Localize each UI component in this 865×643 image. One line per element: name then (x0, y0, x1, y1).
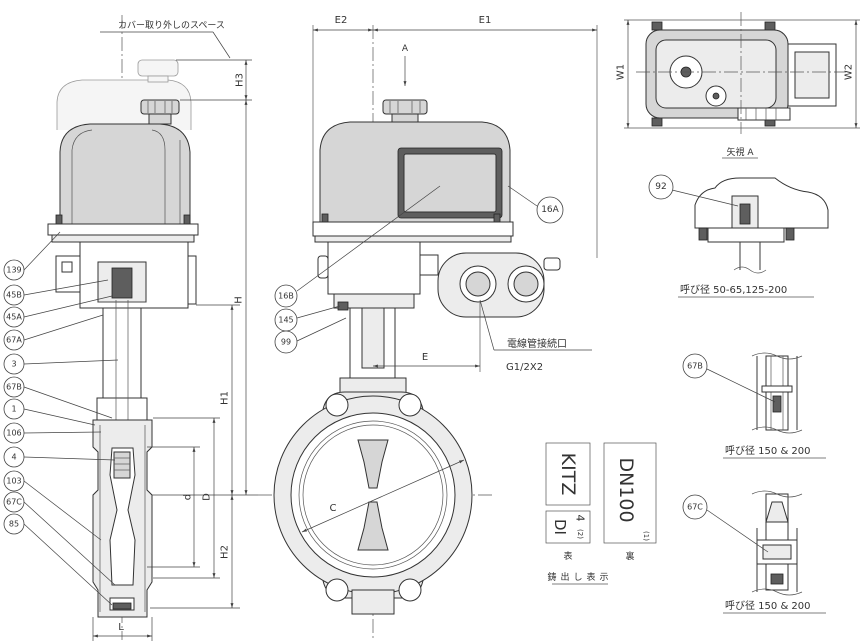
cover-removal-space-note: カバー取り外しのスペース (118, 19, 225, 31)
side-part-balloons: 139 45B 45A 67A 3 67B 1 106 4 103 67C 85 (3, 231, 119, 606)
detail-92-caption: 呼び径 50-65,125-200 (680, 283, 787, 296)
balloon: 4 (3, 446, 25, 468)
detail-67c-caption: 呼び径 150 & 200 (725, 599, 811, 612)
dim-label-c: C (330, 503, 337, 514)
balloon: 45B (3, 284, 25, 306)
side-handwheel-knob (140, 99, 180, 125)
dim-label-e1: E1 (479, 15, 492, 26)
conduit-connection-label: 電線管接続口 (507, 337, 567, 350)
front-valve-body (273, 391, 473, 615)
dim-label-h: H (234, 296, 245, 304)
front-handwheel-knob (382, 99, 428, 125)
plan-view-a: W1 W2 矢視 A (616, 12, 860, 159)
balloon-label: 92 (655, 182, 666, 192)
plan-view-caption: 矢視 A (726, 146, 754, 158)
balloon-16a: 16A (536, 196, 564, 224)
marking-maker: KITZ (557, 453, 579, 496)
dim-label-w1: W1 (616, 64, 627, 80)
casting-marks: KITZ DI 4 (2) DN100 (1) 表 裏 鋳出し表示 (545, 442, 657, 585)
side-dimensions (92, 31, 258, 641)
casting-marks-title: 鋳出し表示 (547, 571, 612, 583)
balloon-label: 139 (6, 266, 21, 275)
detail-67b: 67B 呼び径 150 & 200 (682, 352, 826, 459)
marking-box-maker (545, 442, 591, 506)
balloon: 139 (3, 259, 25, 281)
conduit-connection-box (437, 252, 561, 318)
detail-67b-caption: 呼び径 150 & 200 (725, 444, 811, 457)
marking-back-caption: 裏 (625, 550, 634, 562)
dim-label-d: d (183, 494, 194, 500)
view-direction-arrow: A (402, 44, 409, 86)
dim-label-h2: H2 (220, 545, 231, 559)
dim-label-w2: W2 (844, 64, 855, 80)
balloon-label: 45B (6, 291, 22, 300)
balloon-145: 145 (274, 308, 298, 332)
balloon-92: 92 (648, 174, 674, 200)
balloon: 45A (3, 306, 25, 328)
view-arrow-label: A (402, 44, 409, 54)
marking-material: DI (551, 519, 569, 535)
balloon-99: 99 (274, 330, 298, 354)
side-lower-housing (55, 241, 197, 309)
front-base-plate (312, 221, 514, 243)
balloon-label: 4 (11, 453, 16, 462)
balloon-label: 1 (11, 405, 16, 414)
balloon-label: 67A (6, 336, 22, 345)
balloon: 1 (3, 398, 25, 420)
side-stem-neck (96, 300, 148, 610)
marking-front-caption: 表 (563, 550, 572, 562)
dim-label-h3: H3 (235, 73, 246, 87)
balloon-label: 67C (687, 503, 703, 512)
dim-label-e: E (422, 352, 428, 363)
side-elevation-view: カバー取り外しのスペース H3 H H1 H2 d D L 139 45B 45… (3, 15, 258, 641)
balloon: 67A (3, 329, 25, 351)
balloon-16b: 16B (274, 284, 298, 308)
balloon-label: 103 (6, 477, 21, 486)
balloon: 67C (3, 491, 25, 513)
balloon-67b: 67B (682, 353, 708, 379)
dim-label-l: L (118, 622, 124, 633)
balloon: 103 (3, 470, 25, 492)
marking-box-size (603, 442, 657, 544)
balloon: 85 (3, 513, 25, 535)
balloon-label: 145 (278, 316, 293, 325)
side-actuator-body (55, 123, 191, 225)
marking-code: 4 (574, 515, 587, 522)
front-actuator-body (319, 121, 511, 224)
balloon: 3 (3, 353, 25, 375)
conduit-thread-size: G1/2X2 (506, 362, 543, 373)
front-stem-neck (339, 307, 407, 395)
side-base-plate (47, 223, 199, 243)
dim-label-h1: H1 (220, 391, 231, 405)
dim-label-e2: E2 (335, 15, 348, 26)
dim-label-D: D (202, 493, 213, 501)
balloon-label: 3 (11, 360, 16, 369)
detail-92: 92 呼び径 50-65,125-200 (648, 174, 829, 298)
balloon: 67B (3, 376, 25, 398)
balloon-label: 106 (6, 429, 21, 438)
front-lower-housing (317, 241, 439, 311)
marking-box-material (545, 510, 591, 544)
balloon-label: 67B (6, 383, 22, 392)
marking-code-note: (2) (576, 529, 584, 539)
balloon-label: 99 (281, 338, 291, 347)
balloon-label: 67C (6, 498, 22, 507)
balloon-label: 16B (278, 292, 294, 301)
balloon-label: 45A (6, 313, 22, 322)
marking-size-note: (1) (642, 531, 650, 541)
side-valve-body (92, 419, 153, 618)
balloon: 106 (3, 422, 25, 444)
front-elevation-view: E2 E1 A (258, 15, 598, 640)
balloon-label: 16A (541, 205, 559, 215)
detail-67c: 67C 呼び径 150 & 200 (682, 490, 826, 614)
balloon-label: 85 (9, 520, 19, 529)
marking-size: DN100 (615, 457, 637, 522)
balloon-67c: 67C (682, 494, 708, 520)
balloon-label: 67B (687, 362, 703, 371)
